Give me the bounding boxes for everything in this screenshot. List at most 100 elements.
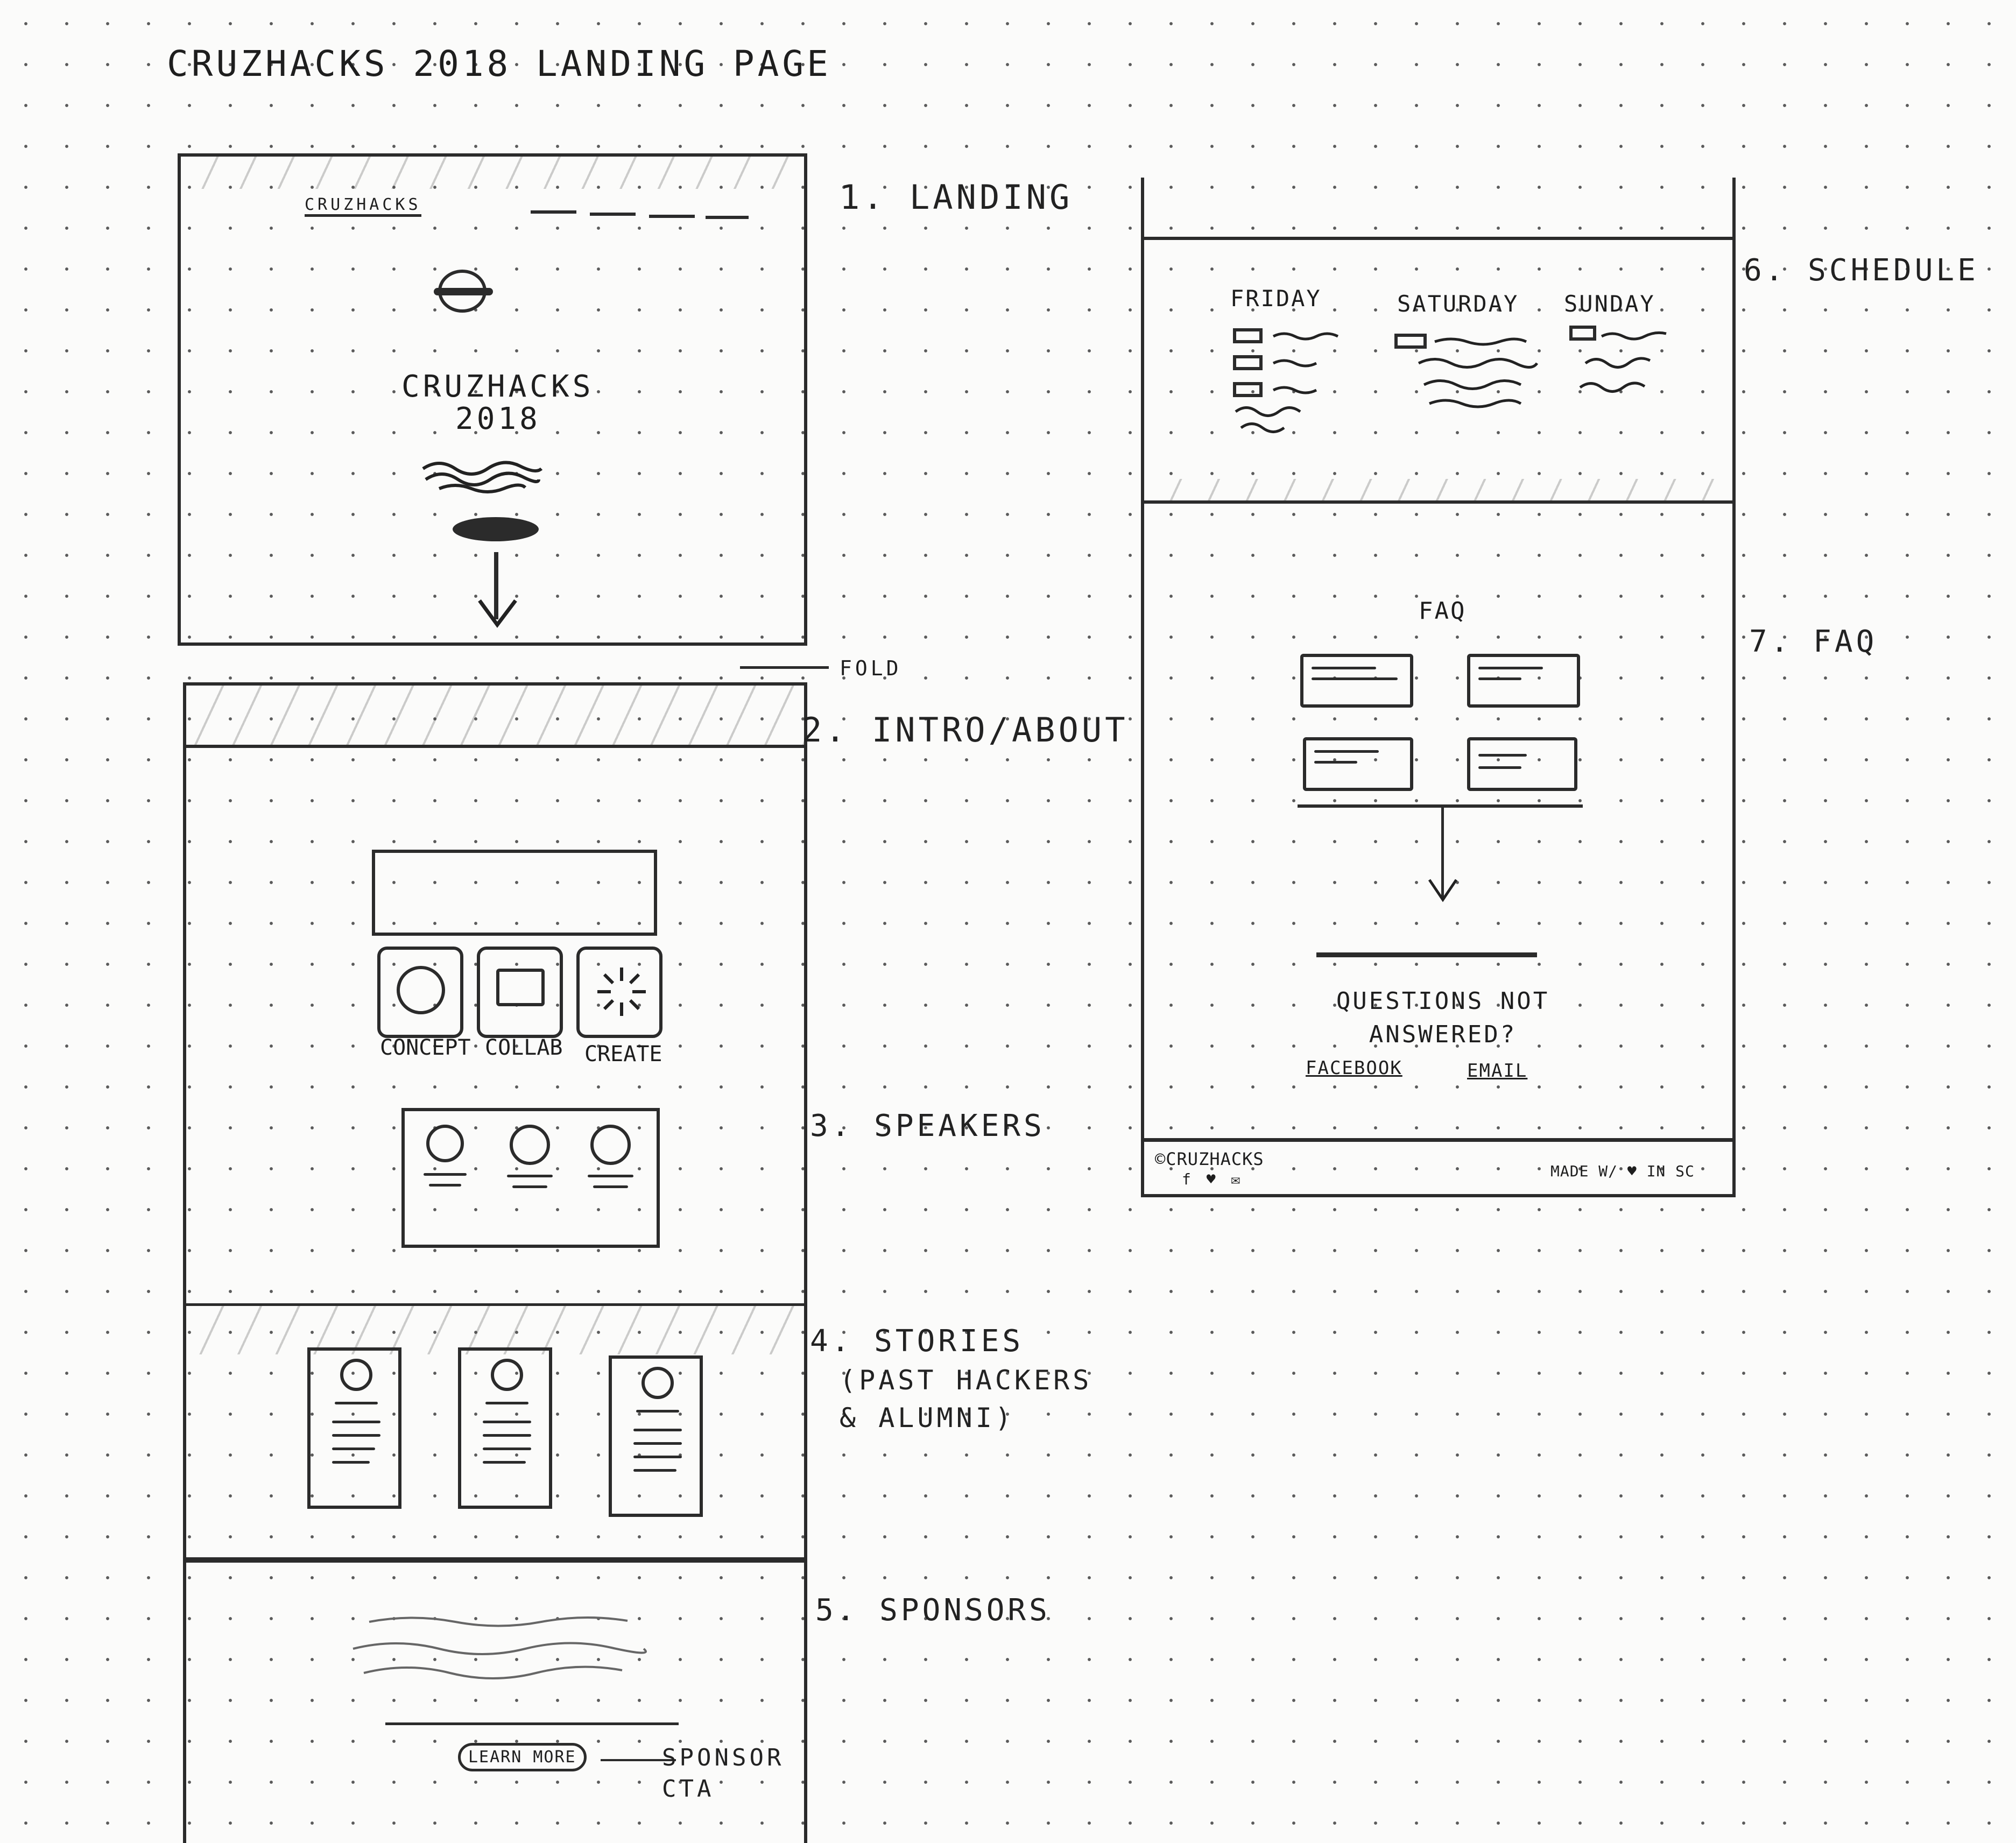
faq-answer-line (1314, 761, 1357, 764)
story-card (307, 1347, 401, 1509)
landing-header-shading (181, 157, 804, 189)
story-text-line (332, 1461, 370, 1464)
schedule-day-friday: FRIDAY (1230, 285, 1322, 312)
hero-cta-button[interactable] (453, 517, 539, 541)
speaker-title-line (429, 1184, 461, 1187)
intro-divider (186, 745, 804, 748)
stories-divider-top (186, 1303, 804, 1306)
story-avatar (642, 1367, 674, 1399)
questions-not-answered: QUESTIONS NOT ANSWERED? (1336, 987, 1550, 1048)
scroll-down-arrow-icon[interactable] (494, 552, 498, 619)
sponsor-logos-scribble (353, 1616, 647, 1679)
story-text-line (483, 1421, 531, 1423)
friday-events-scribble (1235, 332, 1339, 433)
speaker-name-line (507, 1175, 553, 1177)
faq-card[interactable] (1467, 654, 1580, 708)
faq-card[interactable] (1300, 654, 1413, 708)
schedule-divider-top (1144, 237, 1732, 240)
intro-header-shading (186, 686, 804, 745)
right-sections-frame: FRIDAY SATURDAY SUNDAY FAQ (1141, 178, 1736, 1197)
section-label-intro: 2. INTRO/ABOUT (802, 710, 1129, 750)
fold-line (740, 666, 829, 669)
story-text-line (332, 1447, 375, 1450)
hero-tagline-scribble (422, 461, 543, 493)
footer-divider (1144, 1138, 1732, 1142)
speaker-name-line (588, 1175, 633, 1177)
faq-card[interactable] (1467, 737, 1577, 791)
faq-question-line (1314, 750, 1379, 753)
faq-question-line (1478, 667, 1543, 669)
sparkle-icon (597, 968, 646, 1016)
learn-more-button[interactable]: LEARN MORE (458, 1743, 587, 1771)
faq-answer-line (1478, 677, 1521, 680)
faq-arrow-line (1441, 807, 1444, 899)
cta-pointer-line (601, 1759, 676, 1761)
schedule-time-box (1394, 334, 1427, 349)
story-text-line (483, 1447, 531, 1450)
chat-bubble-icon (496, 969, 545, 1006)
schedule-day-sunday: SUNDAY (1564, 291, 1655, 317)
sponsors-separator (385, 1722, 679, 1725)
create-feature-card (576, 947, 662, 1038)
speaker-avatar (590, 1125, 631, 1165)
section-label-landing: 1. LANDING (840, 178, 1073, 217)
story-text-line (483, 1434, 531, 1437)
story-avatar (491, 1359, 523, 1391)
footer-social-icons[interactable]: f ♥ ✉ (1182, 1170, 1244, 1188)
intro-image-placeholder (372, 850, 657, 936)
nav-link[interactable] (590, 213, 636, 216)
faq-question-line (1312, 667, 1376, 669)
feature-label-concept: CONCEPT (380, 1035, 471, 1060)
faq-heading: FAQ (1419, 597, 1467, 625)
speaker-name-line (424, 1173, 467, 1176)
sponsors-divider (186, 1557, 804, 1563)
schedule-time-box (1569, 326, 1596, 341)
feature-label-collab: COLLAB (485, 1035, 563, 1060)
schedule-day-saturday: SATURDAY (1397, 291, 1519, 317)
faq-divider-top (1144, 500, 1732, 504)
nav-logo[interactable]: CRUZHACKS (305, 195, 421, 217)
story-text-line (633, 1429, 682, 1431)
logo-icon-bar (434, 288, 493, 295)
fold-label: FOLD (840, 656, 902, 680)
section-label-speakers: 3. SPEAKERS (810, 1108, 1045, 1143)
nav-link[interactable] (531, 210, 576, 214)
story-text-line (633, 1456, 682, 1458)
speaker-avatar (510, 1125, 550, 1165)
concept-feature-card (377, 947, 463, 1038)
hero-title: CRUZHACKS (401, 369, 594, 404)
story-text-line (332, 1421, 380, 1423)
facebook-link[interactable]: FACEBOOK (1306, 1057, 1402, 1079)
schedule-time-box (1233, 355, 1263, 370)
footer-made-with: MADE W/ ♥ IN SC (1550, 1162, 1695, 1180)
content-sections-frame: CONCEPT COLLAB CREATE (183, 682, 807, 1843)
landing-section-frame: CRUZHACKS CRUZHACKS 2018 (178, 153, 807, 646)
story-text-line (636, 1410, 679, 1413)
story-text-line (485, 1402, 528, 1404)
section-label-faq: 7. FAQ (1749, 624, 1878, 659)
nav-link[interactable] (649, 215, 695, 218)
story-avatar (340, 1359, 372, 1391)
nav-link[interactable] (706, 216, 749, 219)
speakers-container (401, 1108, 660, 1248)
hero-year: 2018 (455, 401, 541, 436)
faq-question-line (1478, 754, 1527, 757)
story-card (458, 1347, 552, 1509)
footer-copyright: ©CRUZHACKS (1155, 1149, 1264, 1169)
speaker-avatar (426, 1125, 464, 1162)
story-text-line (335, 1402, 378, 1404)
section-label-sponsors: 5. SPONSORS (815, 1593, 1051, 1628)
story-text-line (332, 1434, 380, 1437)
schedule-time-box (1233, 382, 1263, 397)
faq-card[interactable] (1303, 737, 1413, 791)
faq-answer-line (1312, 677, 1398, 680)
schedule-time-box (1233, 328, 1263, 343)
email-link[interactable]: EMAIL (1467, 1060, 1528, 1082)
story-card (609, 1355, 703, 1517)
arrow-down-icon (478, 599, 517, 628)
speaker-title-line (512, 1185, 547, 1188)
schedule-bottom-shading (1144, 479, 1732, 500)
feature-label-create: CREATE (584, 1042, 662, 1067)
story-text-line (483, 1461, 526, 1464)
